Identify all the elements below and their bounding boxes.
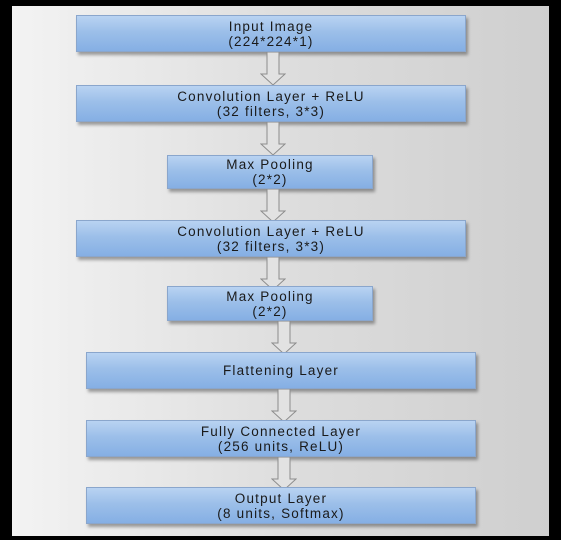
node-fully-connected-layer-detail: (256 units, ReLU) [217, 438, 345, 454]
node-max-pooling-1-detail: (2*2) [252, 172, 288, 187]
node-max-pooling-2: Max Pooling (2*2) [167, 286, 373, 321]
node-conv-relu-2-detail: (32 filters, 3*3) [216, 238, 326, 254]
node-max-pooling-2-title: Max Pooling [226, 288, 314, 304]
node-input-image-detail: (224*224*1) [228, 33, 314, 49]
arrow-down-icon [260, 52, 286, 86]
node-conv-relu-1-title: Convolution Layer + ReLU [177, 88, 365, 104]
node-input-image-title: Input Image [228, 18, 314, 34]
arrow-down-icon [271, 389, 297, 423]
node-max-pooling-1-title: Max Pooling [226, 157, 314, 172]
node-output-layer-title: Output Layer [234, 490, 328, 506]
diagram-canvas: Input Image (224*224*1) Convolution Laye… [12, 6, 549, 536]
arrow-down-icon [271, 457, 297, 491]
node-conv-relu-2-title: Convolution Layer + ReLU [177, 223, 365, 239]
arrow-down-icon [271, 321, 297, 355]
node-output-layer: Output Layer (8 units, Softmax) [86, 487, 476, 524]
arrow-down-icon [260, 257, 286, 291]
node-max-pooling-2-detail: (2*2) [252, 303, 288, 319]
node-fully-connected-layer: Fully Connected Layer (256 units, ReLU) [86, 420, 476, 457]
node-conv-relu-1-detail: (32 filters, 3*3) [216, 103, 326, 119]
arrow-down-icon [260, 189, 286, 223]
node-flattening-layer: Flattening Layer [86, 352, 476, 389]
node-fully-connected-layer-title: Fully Connected Layer [200, 423, 362, 439]
node-output-layer-detail: (8 units, Softmax) [217, 505, 345, 521]
node-input-image: Input Image (224*224*1) [76, 15, 466, 52]
node-flattening-layer-title: Flattening Layer [222, 363, 339, 378]
node-max-pooling-1: Max Pooling (2*2) [167, 155, 373, 189]
node-conv-relu-1: Convolution Layer + ReLU (32 filters, 3*… [76, 85, 466, 122]
arrow-down-icon [260, 122, 286, 156]
node-conv-relu-2: Convolution Layer + ReLU (32 filters, 3*… [76, 220, 466, 257]
